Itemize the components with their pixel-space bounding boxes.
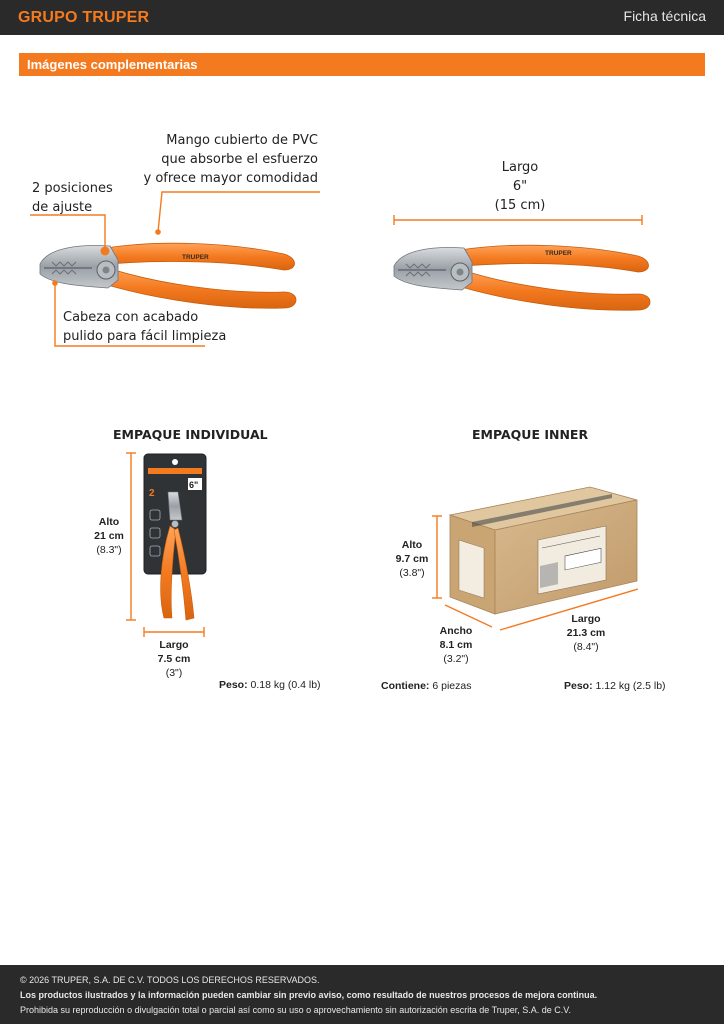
individual-weight-value: 0.18 kg (0.4 lb) [250, 679, 321, 691]
individual-largo-imperial: (3") [165, 667, 183, 679]
inner-weight: Peso: 1.12 kg (2.5 lb) [564, 680, 666, 692]
individual-largo-metric: 7.5 cm [157, 653, 191, 665]
inner-alto-imperial: (3.8") [399, 567, 425, 579]
inner-largo-dimension: Largo 21.3 cm (8.4") [562, 612, 610, 654]
inner-weight-label: Peso: [564, 680, 593, 692]
pliers-left-image [39, 242, 297, 309]
individual-alto-dimension: Alto 21 cm (8.3") [88, 515, 130, 557]
inner-contents: Contiene: 6 piezas [381, 680, 471, 692]
individual-alto-metric: 21 cm [94, 530, 124, 542]
callout-head-line-2: pulido para fácil limpieza [63, 329, 227, 344]
callout-handle-line-2: que absorbe el esfuerzo [161, 152, 318, 167]
individual-largo-label: Largo [159, 639, 189, 651]
document-type: Ficha técnica [623, 8, 706, 24]
inner-contents-value: 6 piezas [432, 680, 472, 692]
footer: © 2026 TRUPER, S.A. DE C.V. TODOS LOS DE… [0, 965, 724, 1024]
individual-largo-dimension: Largo 7.5 cm (3") [150, 638, 198, 680]
inner-largo-imperial: (8.4") [573, 641, 599, 653]
callout-dots [52, 229, 161, 286]
individual-weight-label: Peso: [219, 679, 248, 691]
inner-box-image [448, 486, 638, 615]
callout-handle: Mango cubierto de PVC que absorbe el esf… [140, 131, 319, 188]
individual-alto-imperial: (8.3") [96, 544, 122, 556]
callout-head: Cabeza con acabado pulido para fácil lim… [63, 308, 263, 346]
callout-adjust-line-2: de ajuste [32, 200, 93, 215]
length-dimension-line [393, 215, 643, 225]
footer-copyright: © 2026 TRUPER, S.A. DE C.V. TODOS LOS DE… [20, 975, 320, 985]
callout-adjust-line-1: 2 posiciones [32, 181, 113, 196]
pliers-right-image [393, 244, 651, 311]
inner-ancho-imperial: (3.2") [443, 653, 469, 665]
callout-adjust: 2 posiciones de ajuste [32, 179, 142, 217]
inner-alto-metric: 9.7 cm [395, 553, 429, 565]
svg-text:2: 2 [149, 488, 155, 499]
inner-largo-metric: 21.3 cm [566, 627, 606, 639]
inner-package-title: EMPAQUE INNER [472, 427, 589, 442]
inner-alto-label: Alto [401, 539, 423, 551]
inner-contents-label: Contiene: [381, 680, 430, 692]
inner-ancho-dimension: Ancho 8.1 cm (3.2") [433, 624, 479, 666]
callout-length-inches: 6" [512, 179, 528, 194]
footer-legal: Prohibida su reproducción o divulgación … [20, 1005, 571, 1015]
brand-logo: GRUPO TRUPER [18, 9, 150, 26]
inner-ancho-metric: 8.1 cm [439, 639, 473, 651]
svg-text:6": 6" [189, 480, 198, 490]
callout-leader-lines [30, 191, 320, 347]
callout-handle-line-3: y ofrece mayor comodidad [143, 171, 319, 186]
footer-disclaimer: Los productos ilustrados y la informació… [20, 990, 598, 1000]
individual-package-image: 6" 2 [143, 453, 207, 621]
individual-weight: Peso: 0.18 kg (0.4 lb) [219, 679, 321, 691]
inner-alto-dimension: Alto 9.7 cm (3.8") [390, 538, 434, 580]
section-title: Imágenes complementarias [27, 57, 198, 72]
individual-alto-label: Alto [98, 516, 120, 528]
inner-dimension-lines [432, 515, 639, 631]
section-header: Imágenes complementarias [19, 53, 705, 76]
top-bar: GRUPO TRUPER Ficha técnica [0, 0, 724, 35]
callout-handle-line-1: Mango cubierto de PVC [166, 133, 318, 148]
inner-weight-value: 1.12 kg (2.5 lb) [595, 680, 666, 692]
callout-head-line-1: Cabeza con acabado [63, 310, 199, 325]
callout-length: Largo 6" (15 cm) [470, 158, 570, 215]
individual-dimension-lines [126, 452, 205, 637]
pliers-left-brand: TRUPER [182, 254, 209, 261]
inner-largo-label: Largo [571, 613, 601, 625]
callout-length-label: Largo [501, 160, 539, 175]
inner-ancho-label: Ancho [439, 625, 473, 637]
pliers-right-brand: TRUPER [545, 250, 572, 257]
individual-package-title: EMPAQUE INDIVIDUAL [113, 427, 268, 442]
callout-length-cm: (15 cm) [494, 198, 546, 213]
